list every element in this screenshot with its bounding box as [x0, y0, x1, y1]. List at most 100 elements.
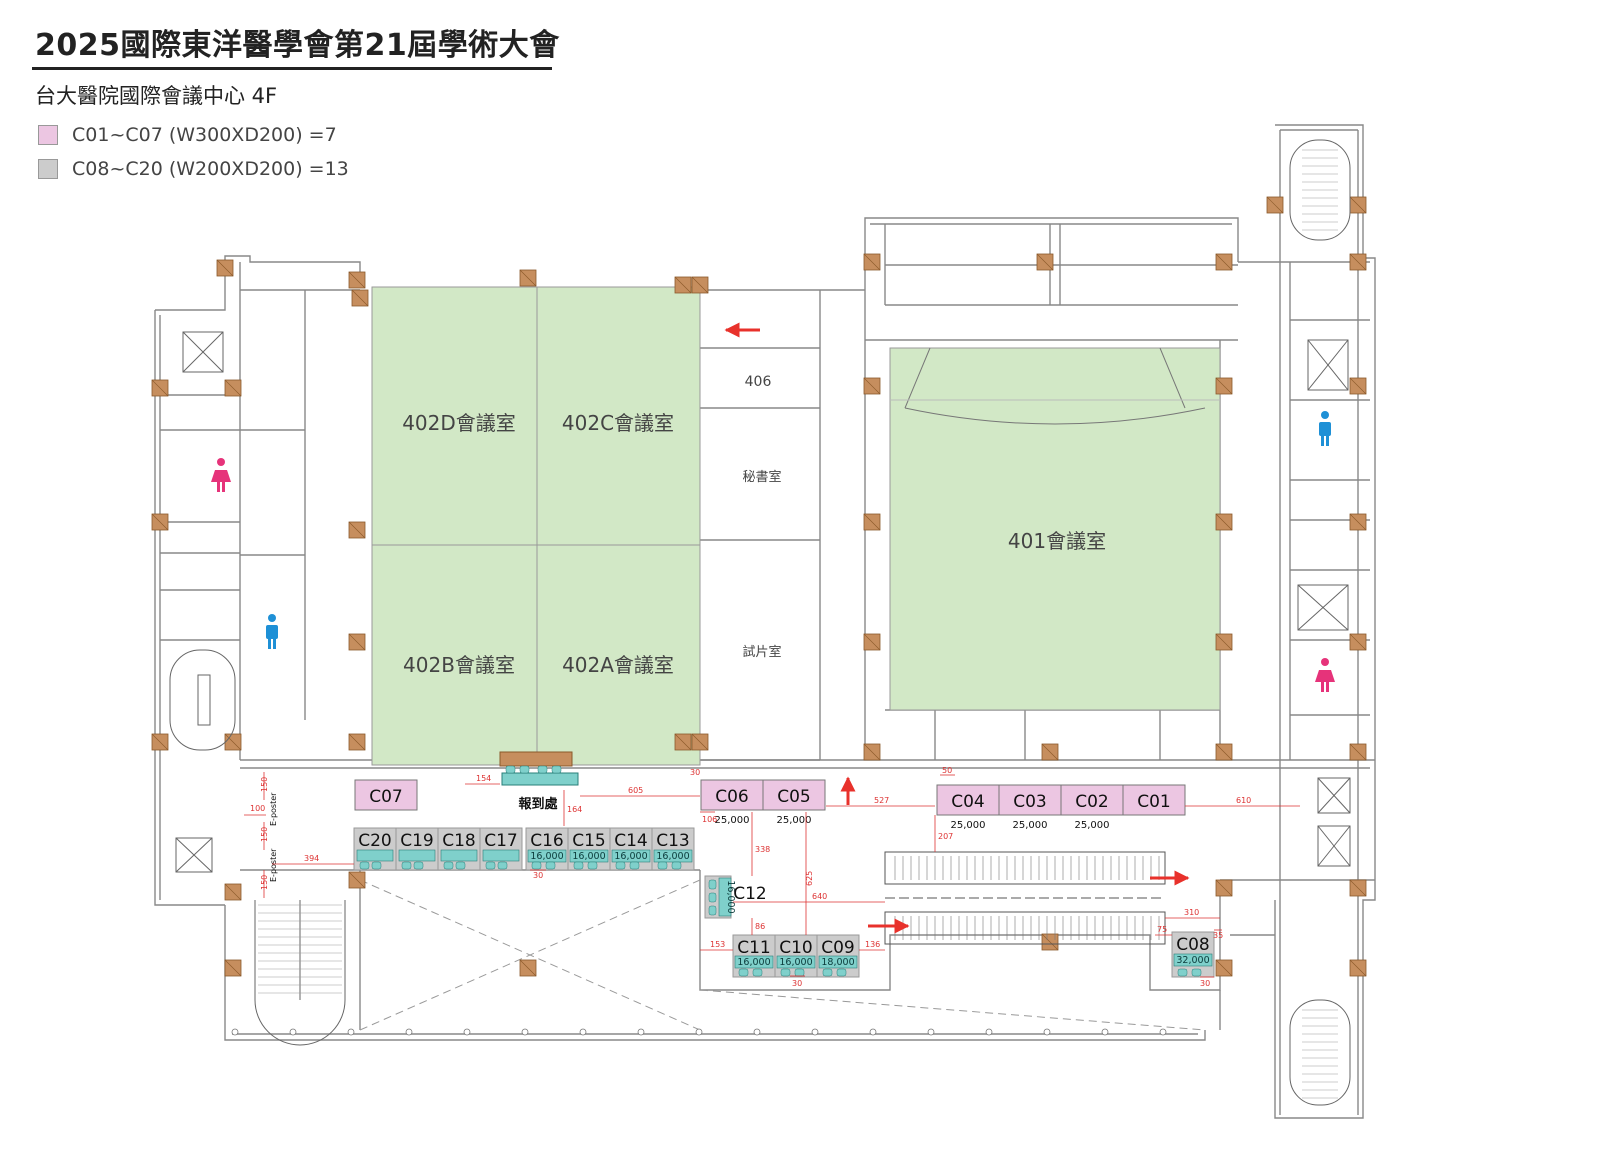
- booth-c05[interactable]: C05 25,000: [762, 779, 826, 826]
- column: [1215, 959, 1233, 977]
- column: [1215, 633, 1233, 651]
- dimension-label: 394: [304, 854, 319, 863]
- booth-c09[interactable]: C09 18,000: [816, 934, 860, 978]
- column-hatch: [674, 276, 692, 294]
- column-hatch: [863, 513, 881, 531]
- column: [151, 379, 169, 397]
- booth-label: C03: [1013, 792, 1047, 812]
- facade-post: [289, 1028, 297, 1036]
- dimension-label: 35: [1213, 931, 1223, 940]
- legend-item-small-booth: C08~C20 (W200XD200) =13: [38, 158, 349, 180]
- chair: [615, 861, 626, 870]
- chair: [413, 861, 424, 870]
- column-hatch: [863, 743, 881, 761]
- booth-c06[interactable]: C06 25,000: [700, 779, 764, 826]
- column: [863, 513, 881, 531]
- column: [1215, 743, 1233, 761]
- booth-c03[interactable]: C03 25,000: [998, 784, 1062, 831]
- column: [151, 513, 169, 531]
- facade-post: [405, 1028, 413, 1036]
- column: [224, 733, 242, 751]
- room-label-401: 401會議室: [1008, 529, 1106, 553]
- booth-c01[interactable]: C01: [1122, 784, 1186, 816]
- column: [224, 959, 242, 977]
- column: [224, 379, 242, 397]
- column-hatch: [1041, 933, 1059, 951]
- dimension-label: 150: [260, 777, 269, 792]
- column-hatch: [674, 733, 692, 751]
- booth-price: 16,000: [737, 957, 770, 968]
- stairs: [169, 139, 1351, 1106]
- column: [691, 733, 709, 751]
- structural-columns: [151, 196, 1367, 977]
- dimension-label: 30: [792, 979, 802, 988]
- column-hatch: [224, 733, 242, 751]
- column-hatch: [863, 253, 881, 271]
- column-hatch: [1041, 743, 1059, 761]
- dimension-label: 30: [690, 768, 700, 777]
- booth-c17[interactable]: C17: [479, 827, 523, 871]
- booth-label: C13: [656, 831, 690, 851]
- booth-label: C04: [951, 792, 985, 812]
- column-hatch: [1215, 879, 1233, 897]
- chair: [537, 765, 548, 774]
- booth-label: C11: [737, 938, 771, 958]
- male-restroom-icon: [266, 614, 278, 649]
- column: [863, 377, 881, 395]
- chair: [708, 879, 717, 890]
- facade-post: [869, 1028, 877, 1036]
- column-hatch: [151, 379, 169, 397]
- column-hatch: [1215, 743, 1233, 761]
- legend-swatch-pink: [38, 125, 58, 145]
- female-restroom-icon: [211, 458, 231, 492]
- void-lines: [359, 879, 1206, 1031]
- booth-c07[interactable]: C07: [354, 779, 418, 811]
- booth-label: C14: [614, 831, 648, 851]
- chair: [359, 861, 370, 870]
- column: [674, 733, 692, 751]
- booth-price: 25,000: [951, 820, 986, 831]
- booth-price: 32,000: [1176, 955, 1209, 966]
- chair: [519, 765, 530, 774]
- dimension-label: 30: [533, 871, 543, 880]
- dimension-label: 338: [755, 845, 770, 854]
- column: [863, 633, 881, 651]
- booth-c04[interactable]: C04 25,000: [936, 784, 1000, 831]
- facade-post: [1101, 1028, 1109, 1036]
- booth-c11[interactable]: C11 16,000: [732, 934, 776, 978]
- column: [348, 633, 366, 651]
- column-hatch: [1349, 513, 1367, 531]
- page-title: 2025國際東洋醫學會第21屆學術大會: [35, 28, 560, 63]
- dimension-label: 527: [874, 796, 889, 805]
- column: [348, 271, 366, 289]
- column-hatch: [351, 289, 369, 307]
- facade-post: [347, 1028, 355, 1036]
- column-hatch: [216, 259, 234, 277]
- booth-c02[interactable]: C02 25,000: [1060, 784, 1124, 831]
- chair: [573, 861, 584, 870]
- booth-label: C19: [400, 831, 434, 851]
- column-hatch: [691, 733, 709, 751]
- column-hatch: [1349, 743, 1367, 761]
- room-label-secretary: 秘書室: [742, 469, 781, 485]
- column-hatch: [1266, 196, 1284, 214]
- chair: [455, 861, 466, 870]
- booth-label: C20: [358, 831, 392, 851]
- dimension-label: 150: [260, 875, 269, 890]
- chair: [545, 861, 556, 870]
- column-hatch: [691, 276, 709, 294]
- column-hatch: [224, 379, 242, 397]
- column-hatch: [348, 521, 366, 539]
- column-hatch: [1036, 253, 1054, 271]
- room-label-402a: 402A會議室: [562, 653, 674, 677]
- booth-price: 16,000: [530, 851, 563, 862]
- dimension-lines: [244, 772, 1300, 978]
- booth-label: C10: [779, 938, 813, 958]
- eposter-label: E-poster: [269, 792, 278, 826]
- booth-label: C15: [572, 831, 606, 851]
- chair: [708, 892, 717, 903]
- column: [1036, 253, 1054, 271]
- chairs: [359, 765, 1202, 977]
- chair: [587, 861, 598, 870]
